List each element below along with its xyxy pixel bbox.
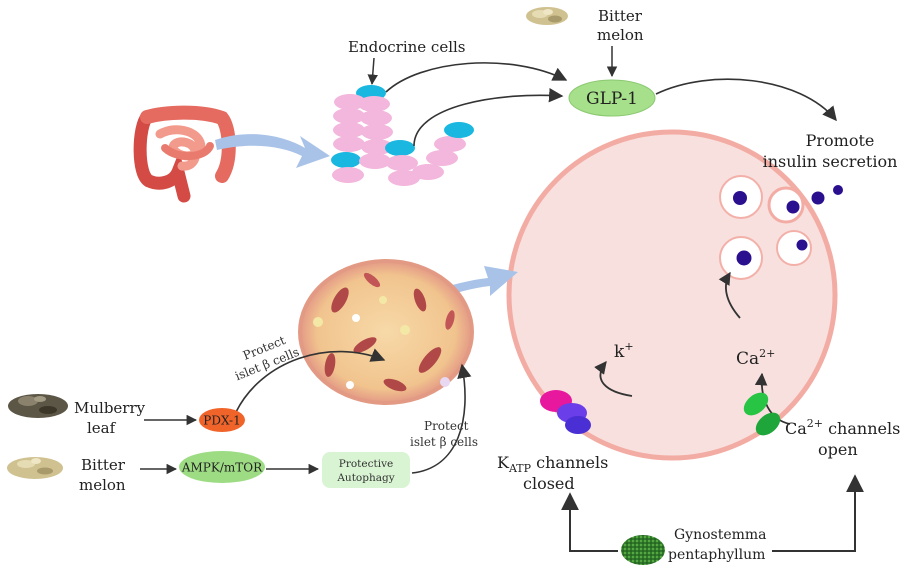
gynostemma-to-katp-arrow bbox=[561, 492, 618, 552]
exocytosis-pore bbox=[767, 186, 805, 224]
gut-to-cells-arrow bbox=[215, 134, 330, 168]
ampk-mtor-node bbox=[179, 451, 265, 483]
pink-cell bbox=[333, 136, 365, 152]
pink-cell bbox=[386, 155, 418, 171]
ampk-mtor-label: AMPK/mTOR bbox=[181, 461, 263, 475]
pdx1-node bbox=[199, 408, 245, 432]
k-ion-label: k+ bbox=[614, 340, 634, 362]
pink-cell bbox=[334, 94, 366, 110]
pdx1-to-islet-arrow bbox=[235, 348, 386, 413]
cyan-cell bbox=[444, 122, 474, 138]
glp1-to-insulin-arrow bbox=[655, 78, 837, 122]
vesicle-3-core bbox=[796, 239, 808, 251]
bitter-melon-image-bottom bbox=[7, 457, 63, 479]
pink-cell bbox=[358, 96, 390, 112]
autophagy-node bbox=[322, 452, 410, 488]
pink-cell bbox=[359, 153, 391, 169]
endocrine-pointer bbox=[367, 57, 378, 86]
ca-subunit-2 bbox=[755, 412, 781, 436]
protect-label-left: Protectislet β cells bbox=[227, 330, 301, 383]
ca-subunit-1 bbox=[743, 392, 769, 416]
intestine-icon bbox=[133, 105, 236, 203]
pink-cell bbox=[361, 124, 393, 140]
pink-cell bbox=[434, 136, 466, 152]
k-efflux-arrow bbox=[594, 361, 633, 397]
endocrine-cell-column-left bbox=[331, 85, 393, 183]
pink-cell bbox=[412, 164, 444, 180]
released-insulin-1 bbox=[786, 200, 800, 214]
pink-cell bbox=[426, 150, 458, 166]
cells-to-glp1-arrow-1 bbox=[385, 62, 568, 93]
gynostemma-to-ca-arrow bbox=[772, 474, 864, 552]
insulin-vesicles bbox=[719, 175, 843, 280]
cyan-cell bbox=[331, 152, 361, 168]
katp-subunit-purple-2 bbox=[565, 416, 591, 434]
pdx1-label: PDX-1 bbox=[203, 414, 241, 428]
ca-ion-label: Ca2+ bbox=[736, 347, 775, 369]
released-insulin-2 bbox=[811, 191, 825, 205]
katp-channel bbox=[540, 390, 591, 434]
mulberry-leaf-image bbox=[8, 394, 68, 418]
ca-channel bbox=[743, 392, 781, 436]
ca-to-vesicle-arrow bbox=[718, 271, 741, 319]
released-insulin-3 bbox=[833, 185, 843, 195]
pink-cell bbox=[388, 170, 420, 186]
glp1-label: GLP-1 bbox=[586, 89, 638, 109]
glp1-node bbox=[568, 79, 656, 117]
pink-cell bbox=[333, 122, 365, 138]
autophagy-to-islet-arrow bbox=[411, 363, 472, 474]
ca-influx-arrow bbox=[754, 372, 791, 425]
vesicle-1-core bbox=[733, 191, 747, 205]
endocrine-cells-label: Endocrine cells bbox=[348, 38, 466, 56]
pink-cell bbox=[360, 110, 392, 126]
cells-to-glp1-arrow-2 bbox=[413, 87, 564, 147]
pancreatic-islet bbox=[298, 259, 474, 405]
vesicle-3 bbox=[776, 230, 812, 266]
pink-cell bbox=[332, 167, 364, 183]
cyan-cell bbox=[385, 140, 415, 156]
pink-cell bbox=[333, 108, 365, 124]
pink-cell bbox=[361, 139, 393, 155]
endocrine-cell-column-right bbox=[385, 122, 474, 186]
bitter-melon-image-top bbox=[526, 7, 568, 25]
gynostemma-image bbox=[621, 535, 665, 565]
vesicle-2-core bbox=[736, 250, 752, 266]
